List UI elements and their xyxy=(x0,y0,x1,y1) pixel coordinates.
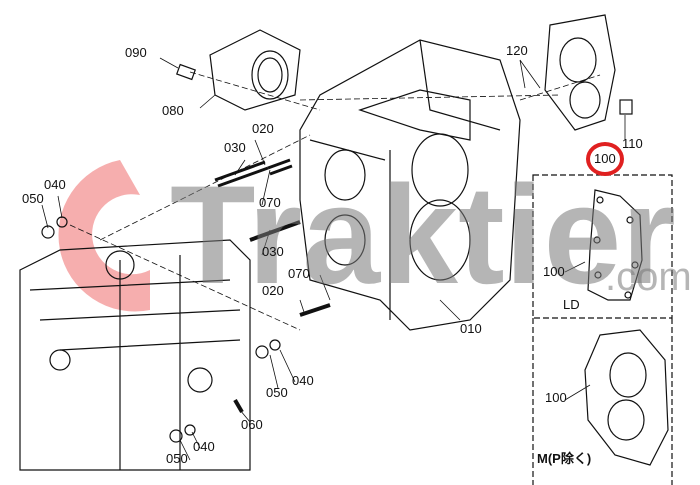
label-060: 060 xyxy=(241,417,263,432)
variant-ld-label: LD xyxy=(563,297,580,312)
watermark-text: Traktier xyxy=(170,156,676,313)
label-090: 090 xyxy=(125,45,147,60)
gasket-ld xyxy=(587,189,643,301)
label-030-top: 030 xyxy=(224,140,246,155)
label-020-top: 020 xyxy=(252,121,274,136)
label-020-mid: 020 xyxy=(262,283,284,298)
label-120: 120 xyxy=(506,43,528,58)
label-070-mid: 070 xyxy=(288,266,310,281)
label-110: 110 xyxy=(622,136,643,151)
plate-m xyxy=(584,329,669,466)
label-080: 080 xyxy=(162,103,184,118)
housing-080 xyxy=(209,29,301,111)
label-100-ld: 100 xyxy=(543,264,565,279)
highlight-circle xyxy=(586,142,624,176)
transmission-case xyxy=(299,39,521,331)
rear-case xyxy=(19,239,251,471)
label-050-bottom: 050 xyxy=(166,451,188,466)
variant-box xyxy=(532,174,673,485)
label-050-left: 050 xyxy=(22,191,44,206)
variant-m-label: M(P除く) xyxy=(537,451,592,466)
label-040-left: 040 xyxy=(44,177,66,192)
plug-090 xyxy=(176,63,196,81)
plug-110 xyxy=(619,99,633,115)
label-100-m: 100 xyxy=(545,390,567,405)
label-100-highlighted[interactable]: 100 xyxy=(594,151,616,166)
cover-top-right xyxy=(544,14,616,131)
logo-mark xyxy=(58,160,151,312)
label-040-mid: 040 xyxy=(292,373,314,388)
label-010: 010 xyxy=(460,321,482,336)
label-050-mid: 050 xyxy=(266,385,288,400)
label-040-bottom: 040 xyxy=(193,439,215,454)
label-070-top: 070 xyxy=(259,195,281,210)
watermark-suffix: .com xyxy=(605,255,692,299)
label-030-mid: 030 xyxy=(262,244,284,259)
